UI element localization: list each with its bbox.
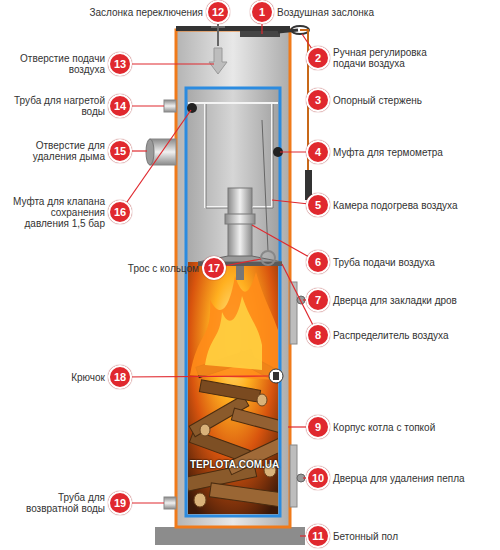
callout-number: 2	[308, 48, 328, 68]
return-water-pipe	[164, 497, 176, 509]
leader-lines	[120, 12, 318, 536]
part-label: Камера подогрева воздуха	[333, 200, 493, 211]
part-label: Воздушная заслонка	[277, 7, 417, 18]
callout-circle: 10Дверца для удаления пепла	[306, 466, 330, 490]
flame	[190, 272, 278, 380]
callout-circle: 17Трос с кольцом	[202, 256, 226, 280]
part-label: Корпус котла с топкой	[333, 422, 493, 433]
boiler-outer-body	[176, 30, 290, 527]
callout-number: 7	[308, 290, 328, 310]
callout-number: 14	[110, 96, 130, 116]
part-label: Отверстие подачи воздуха	[10, 53, 105, 75]
ash-door	[290, 445, 297, 507]
airflow-arrow	[209, 48, 227, 74]
callout-circle: 1Воздушная заслонка	[250, 0, 274, 24]
switch-damper-handle	[211, 26, 225, 28]
callout-circle: 7Дверца для закладки дров	[306, 288, 330, 312]
part-label: Дверца для удаления пепла	[333, 473, 493, 484]
part-label: Труба для возвратной воды	[10, 492, 105, 514]
callout-number: 15	[110, 141, 130, 161]
damper-shaft	[278, 30, 298, 32]
watermark: TEPLOTA.COM.UA	[190, 459, 279, 470]
callout-number: 13	[110, 54, 130, 74]
callout-circle: 6Труба подачи воздуха	[306, 250, 330, 274]
callout-circle: 19Труба для возвратной воды	[108, 491, 132, 515]
part-label: Труба для нагретой воды	[10, 95, 105, 117]
callout-number: 16	[110, 202, 130, 222]
callout-circle: 4Муфта для термометра	[306, 140, 330, 164]
firewood	[188, 272, 278, 507]
hook-mark	[273, 372, 279, 380]
pipe-ring	[225, 214, 255, 224]
callout-number: 18	[110, 367, 130, 387]
hook	[269, 369, 283, 383]
callout-circle: 13Отверстие подачи воздуха	[108, 52, 132, 76]
callout-number: 9	[308, 417, 328, 437]
log-end	[257, 394, 267, 406]
callout-circle: 3Опорный стержень	[306, 88, 330, 112]
callout-number: 5	[308, 195, 328, 215]
callout-number: 19	[110, 493, 130, 513]
leader-line	[120, 63, 214, 64]
callout-circle: 11Бетонный пол	[306, 524, 330, 548]
callout-circle: 15Отверстие для удаления дыма	[108, 139, 132, 163]
air-distributor-nozzle	[236, 266, 244, 280]
callout-circle: 16Муфта для клапана сохранения давления …	[108, 200, 132, 224]
part-label: Распределитель воздуха	[333, 330, 493, 341]
part-label: Крючок	[10, 372, 105, 383]
part-label: Отверстие для удаления дыма	[10, 140, 105, 162]
leader-line	[120, 110, 191, 212]
part-label: Ручная регулировка подачи воздуха	[333, 47, 458, 69]
callout-number: 6	[308, 252, 328, 272]
part-label: Дверца для закладки дров	[333, 295, 493, 306]
callout-number: 4	[308, 142, 328, 162]
callout-circle: 18Крючок	[108, 365, 132, 389]
callout-number: 3	[308, 90, 328, 110]
concrete-floor	[155, 527, 305, 545]
flame	[205, 296, 262, 370]
smoke-outlet-end	[146, 139, 154, 165]
callout-number: 17	[204, 258, 224, 278]
callout-circle: 8Распределитель воздуха	[306, 323, 330, 347]
part-label: Бетонный пол	[333, 531, 493, 542]
log-end	[194, 493, 206, 507]
valve-socket	[187, 103, 197, 113]
callout-number: 12	[208, 2, 228, 22]
chamber-line	[188, 102, 278, 104]
boiler-lid	[176, 26, 290, 31]
part-label: Трос с кольцом	[114, 263, 199, 274]
log	[199, 380, 260, 402]
switch-damper-rod	[217, 22, 219, 46]
callout-number: 11	[308, 526, 328, 546]
part-label: Труба подачи воздуха	[333, 257, 493, 268]
callout-circle: 14Труба для нагретой воды	[108, 94, 132, 118]
callout-circle: 12Заслонка переключения	[206, 0, 230, 24]
part-label: Муфта для термометра	[333, 147, 493, 158]
log	[231, 408, 278, 434]
log	[209, 483, 278, 507]
cable-ring	[261, 251, 275, 265]
callout-number: 10	[308, 468, 328, 488]
leader-line	[120, 376, 269, 377]
callout-circle: 2Ручная регулировка подачи воздуха	[306, 46, 330, 70]
log-end	[200, 424, 210, 436]
callout-number: 8	[308, 325, 328, 345]
callout-circle: 5Камера подогрева воздуха	[306, 193, 330, 217]
part-label: Муфта для клапана сохранения давления 1,…	[5, 196, 105, 229]
part-label: Заслонка переключения	[83, 7, 203, 18]
callout-number: 1	[252, 2, 272, 22]
hot-water-pipe	[164, 100, 176, 112]
air-damper	[240, 31, 280, 37]
part-label: Опорный стержень	[333, 95, 493, 106]
callout-circle: 9Корпус котла с топкой	[306, 415, 330, 439]
